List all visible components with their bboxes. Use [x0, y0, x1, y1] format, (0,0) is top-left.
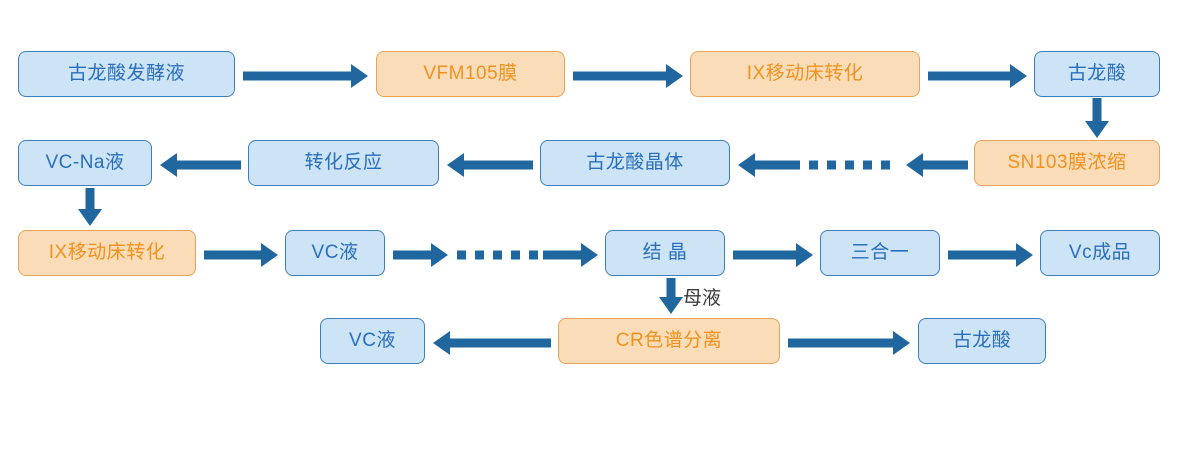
- flow-arrow-n8-to-n9: [78, 188, 102, 226]
- flow-arrow-n11-to-n12: [733, 243, 813, 267]
- process-node-label: 古龙酸发酵液: [67, 62, 185, 84]
- process-node-n12[interactable]: 三合一: [820, 230, 940, 276]
- flow-arrow-n11-to-n15: [659, 278, 683, 314]
- flow-arrow-n1-to-n2: [243, 64, 368, 88]
- process-node-n15[interactable]: CR色谱分离: [558, 318, 780, 364]
- process-node-n2[interactable]: VFM105膜: [376, 51, 565, 97]
- flow-arrow-n4-to-n5: [1085, 98, 1109, 138]
- flow-arrow-n12-to-n13: [948, 243, 1033, 267]
- flow-edge-label-e-motherliquor: 母液: [683, 288, 722, 309]
- flow-arrow-n15-to-n16: [788, 331, 910, 355]
- process-node-label: SN103膜浓缩: [1007, 151, 1127, 173]
- process-node-n14[interactable]: VC液: [320, 318, 425, 364]
- process-node-n10[interactable]: VC液: [285, 230, 385, 276]
- process-node-n6[interactable]: 古龙酸晶体: [540, 140, 730, 186]
- process-node-n8[interactable]: VC-Na液: [18, 140, 152, 186]
- flow-arrow-n7-to-n8: [160, 153, 241, 177]
- flow-arrow-n10-to-n11-dashed: [393, 243, 598, 267]
- process-node-n16[interactable]: 古龙酸: [918, 318, 1046, 364]
- process-node-label: VC-Na液: [45, 151, 125, 173]
- flow-arrow-n3-to-n4: [928, 64, 1027, 88]
- flow-arrow-n15-to-n14: [433, 331, 551, 355]
- process-node-n3[interactable]: IX移动床转化: [690, 51, 920, 97]
- process-node-label: 转化反应: [304, 151, 383, 173]
- process-node-label: 结 晶: [642, 241, 688, 263]
- process-node-label: VC液: [311, 241, 359, 263]
- flow-arrow-n6-to-n7: [447, 153, 533, 177]
- process-node-label: 三合一: [850, 241, 910, 263]
- process-node-n13[interactable]: Vc成品: [1040, 230, 1160, 276]
- process-node-n9[interactable]: IX移动床转化: [18, 230, 196, 276]
- process-node-label: Vc成品: [1068, 241, 1132, 263]
- process-node-label: 古龙酸晶体: [586, 151, 684, 173]
- process-node-label: 古龙酸: [952, 329, 1012, 351]
- process-node-n11[interactable]: 结 晶: [605, 230, 725, 276]
- process-node-label: 古龙酸: [1067, 62, 1127, 84]
- process-node-label: VFM105膜: [423, 62, 518, 84]
- process-node-label: VC液: [349, 329, 396, 351]
- flow-arrow-n9-to-n10: [204, 243, 278, 267]
- process-node-n7[interactable]: 转化反应: [248, 140, 439, 186]
- process-node-n5[interactable]: SN103膜浓缩: [974, 140, 1160, 186]
- flow-arrow-n5-to-n6-dashed: [738, 153, 968, 177]
- process-node-label: CR色谱分离: [615, 329, 723, 351]
- process-node-n1[interactable]: 古龙酸发酵液: [18, 51, 235, 97]
- process-node-n4[interactable]: 古龙酸: [1034, 51, 1160, 97]
- flow-arrow-n2-to-n3: [573, 64, 683, 88]
- process-node-label: IX移动床转化: [48, 241, 166, 263]
- process-node-label: IX移动床转化: [746, 62, 864, 84]
